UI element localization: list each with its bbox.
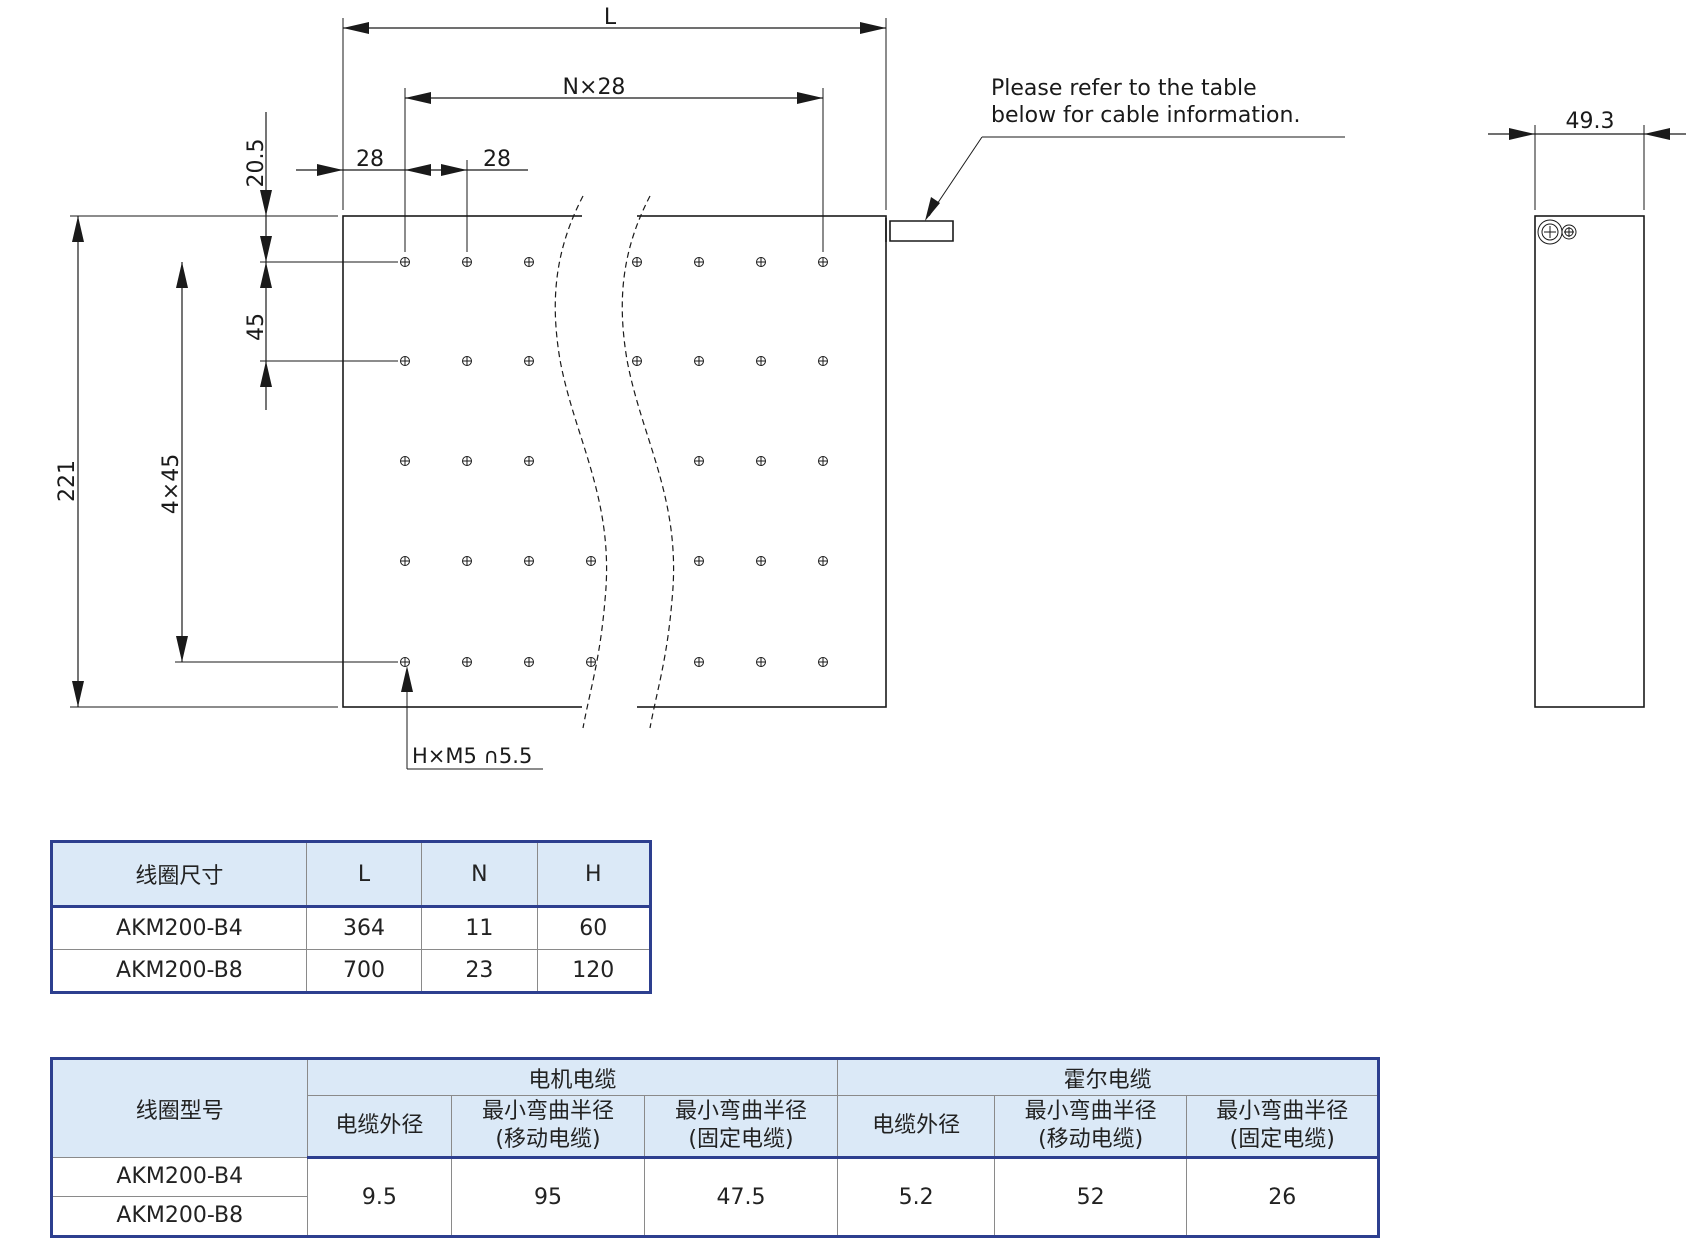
side-cable-glands	[1537, 219, 1577, 245]
hall-bend-fixed-value: 26	[1186, 1157, 1379, 1237]
mounting-hole-cross	[694, 556, 704, 566]
mounting-hole-cross	[462, 556, 472, 566]
dim-4x45-label: 4×45	[159, 454, 184, 514]
dim-45-label: 45	[244, 313, 269, 341]
size-cell-l: 700	[305, 949, 423, 993]
cable-note-line-2: below for cable information.	[991, 103, 1300, 128]
mounting-hole-cross	[524, 456, 534, 466]
motor-outer-dia-header: 电缆外径	[306, 1095, 453, 1159]
mounting-hole-cross	[818, 556, 828, 566]
dim-28-right-label: 28	[483, 147, 511, 172]
hall-bend-moving-value: 52	[993, 1157, 1188, 1237]
mounting-hole-cross	[694, 456, 704, 466]
size-cell-n: 11	[421, 906, 538, 950]
cable-header-model: 线圈型号	[51, 1058, 308, 1158]
motor-bend-moving-value: 95	[451, 1157, 645, 1237]
cable-note-line-1: Please refer to the table	[991, 76, 1257, 101]
cable-model-b8: AKM200-B8	[51, 1195, 308, 1238]
cable-connector	[885, 218, 954, 242]
mounting-hole-cross	[694, 257, 704, 267]
cable-table-sub-row: 电缆外径 最小弯曲半径(移动电缆) 最小弯曲半径(固定电缆) 电缆外径 最小弯曲…	[52, 1095, 1379, 1159]
dim-221-label: 221	[55, 460, 80, 502]
table-row: AKM200-B4 364 11 60	[51, 906, 652, 950]
mounting-holes	[400, 257, 828, 667]
mounting-hole-cross	[524, 257, 534, 267]
mounting-hole-cross	[632, 257, 642, 267]
break-mask	[582, 200, 637, 720]
mounting-hole-cross	[462, 356, 472, 366]
mounting-hole-cross	[818, 456, 828, 466]
cable-header-motor-group: 电机电缆	[306, 1058, 839, 1096]
mounting-hole-cross	[400, 456, 410, 466]
mounting-hole-cross	[524, 356, 534, 366]
cable-spec-table: 线圈型号 电机电缆 霍尔电缆 电缆外径 最小弯曲半径(移动电缆) 最小弯曲半径(…	[50, 1057, 1380, 1238]
dim-49-3-label: 49.3	[1566, 109, 1615, 134]
mounting-hole-cross	[586, 657, 596, 667]
hole-callout-label: H×M5 ∩5.5	[412, 744, 532, 768]
motor-bend-fixed-value: 47.5	[643, 1157, 839, 1237]
hall-outer-dia-header: 电缆外径	[837, 1095, 995, 1159]
size-header-l: L	[305, 841, 423, 908]
mounting-hole-cross	[462, 456, 472, 466]
size-cell-model: AKM200-B8	[51, 949, 307, 993]
mounting-hole-cross	[462, 257, 472, 267]
cable-model-b4: AKM200-B4	[51, 1157, 308, 1197]
dim-n28-label: N×28	[563, 75, 626, 100]
size-cell-h: 120	[536, 949, 652, 993]
mounting-hole-cross	[756, 356, 766, 366]
size-table-header-row: 线圈尺寸 L N H	[51, 841, 652, 908]
mounting-hole-cross	[462, 657, 472, 667]
mounting-hole-cross	[756, 657, 766, 667]
dimension-drawing: L N×28 28 28 221 20.5 45 4×45 H×M5 ∩5.5 …	[55, 5, 1686, 770]
mounting-hole-cross	[400, 657, 410, 667]
side-view-outline	[1534, 215, 1645, 708]
break-line-left	[554, 195, 608, 729]
mounting-hole-cross	[586, 556, 596, 566]
cable-header-hall-group: 霍尔电缆	[837, 1058, 1379, 1096]
mounting-hole-cross	[694, 657, 704, 667]
mounting-hole-cross	[818, 657, 828, 667]
cable-table-group-row: 线圈型号 电机电缆 霍尔电缆	[51, 1058, 1379, 1158]
size-cell-h: 60	[536, 906, 652, 950]
size-cell-n: 23	[421, 949, 538, 993]
coil-size-table: 线圈尺寸 L N H AKM200-B4 364 11 60 AKM200-B8…	[50, 840, 652, 994]
motor-bend-fixed-header: 最小弯曲半径(固定电缆)	[643, 1095, 839, 1159]
mounting-hole-cross	[818, 257, 828, 267]
size-header-model: 线圈尺寸	[51, 841, 307, 908]
size-cell-model: AKM200-B4	[51, 906, 307, 950]
size-header-h: H	[536, 841, 652, 908]
mounting-hole-cross	[524, 657, 534, 667]
table-row: AKM200-B8 700 23 120	[51, 949, 652, 993]
mounting-hole-cross	[756, 456, 766, 466]
table-row: AKM200-B4 9.5 95 47.5 5.2 52 26	[51, 1157, 1379, 1237]
mounting-hole-cross	[400, 356, 410, 366]
size-header-n: N	[421, 841, 538, 908]
break-line-right	[621, 195, 675, 729]
mounting-hole-cross	[756, 556, 766, 566]
hall-outer-dia-value: 5.2	[837, 1157, 995, 1237]
dim-28-left-label: 28	[356, 147, 384, 172]
dim-20-5-label: 20.5	[244, 139, 269, 188]
hall-bend-fixed-header: 最小弯曲半径(固定电缆)	[1186, 1095, 1379, 1159]
mounting-hole-cross	[818, 356, 828, 366]
mounting-hole-cross	[694, 356, 704, 366]
motor-outer-dia-value: 9.5	[306, 1157, 453, 1237]
motor-bend-moving-header: 最小弯曲半径(移动电缆)	[451, 1095, 645, 1159]
mounting-hole-cross	[524, 556, 534, 566]
dim-l-label: L	[604, 5, 617, 30]
mounting-hole-cross	[400, 556, 410, 566]
size-cell-l: 364	[305, 906, 423, 950]
mounting-hole-cross	[632, 356, 642, 366]
mounting-hole-cross	[400, 257, 410, 267]
hall-bend-moving-header: 最小弯曲半径(移动电缆)	[993, 1095, 1188, 1159]
mounting-hole-cross	[756, 257, 766, 267]
